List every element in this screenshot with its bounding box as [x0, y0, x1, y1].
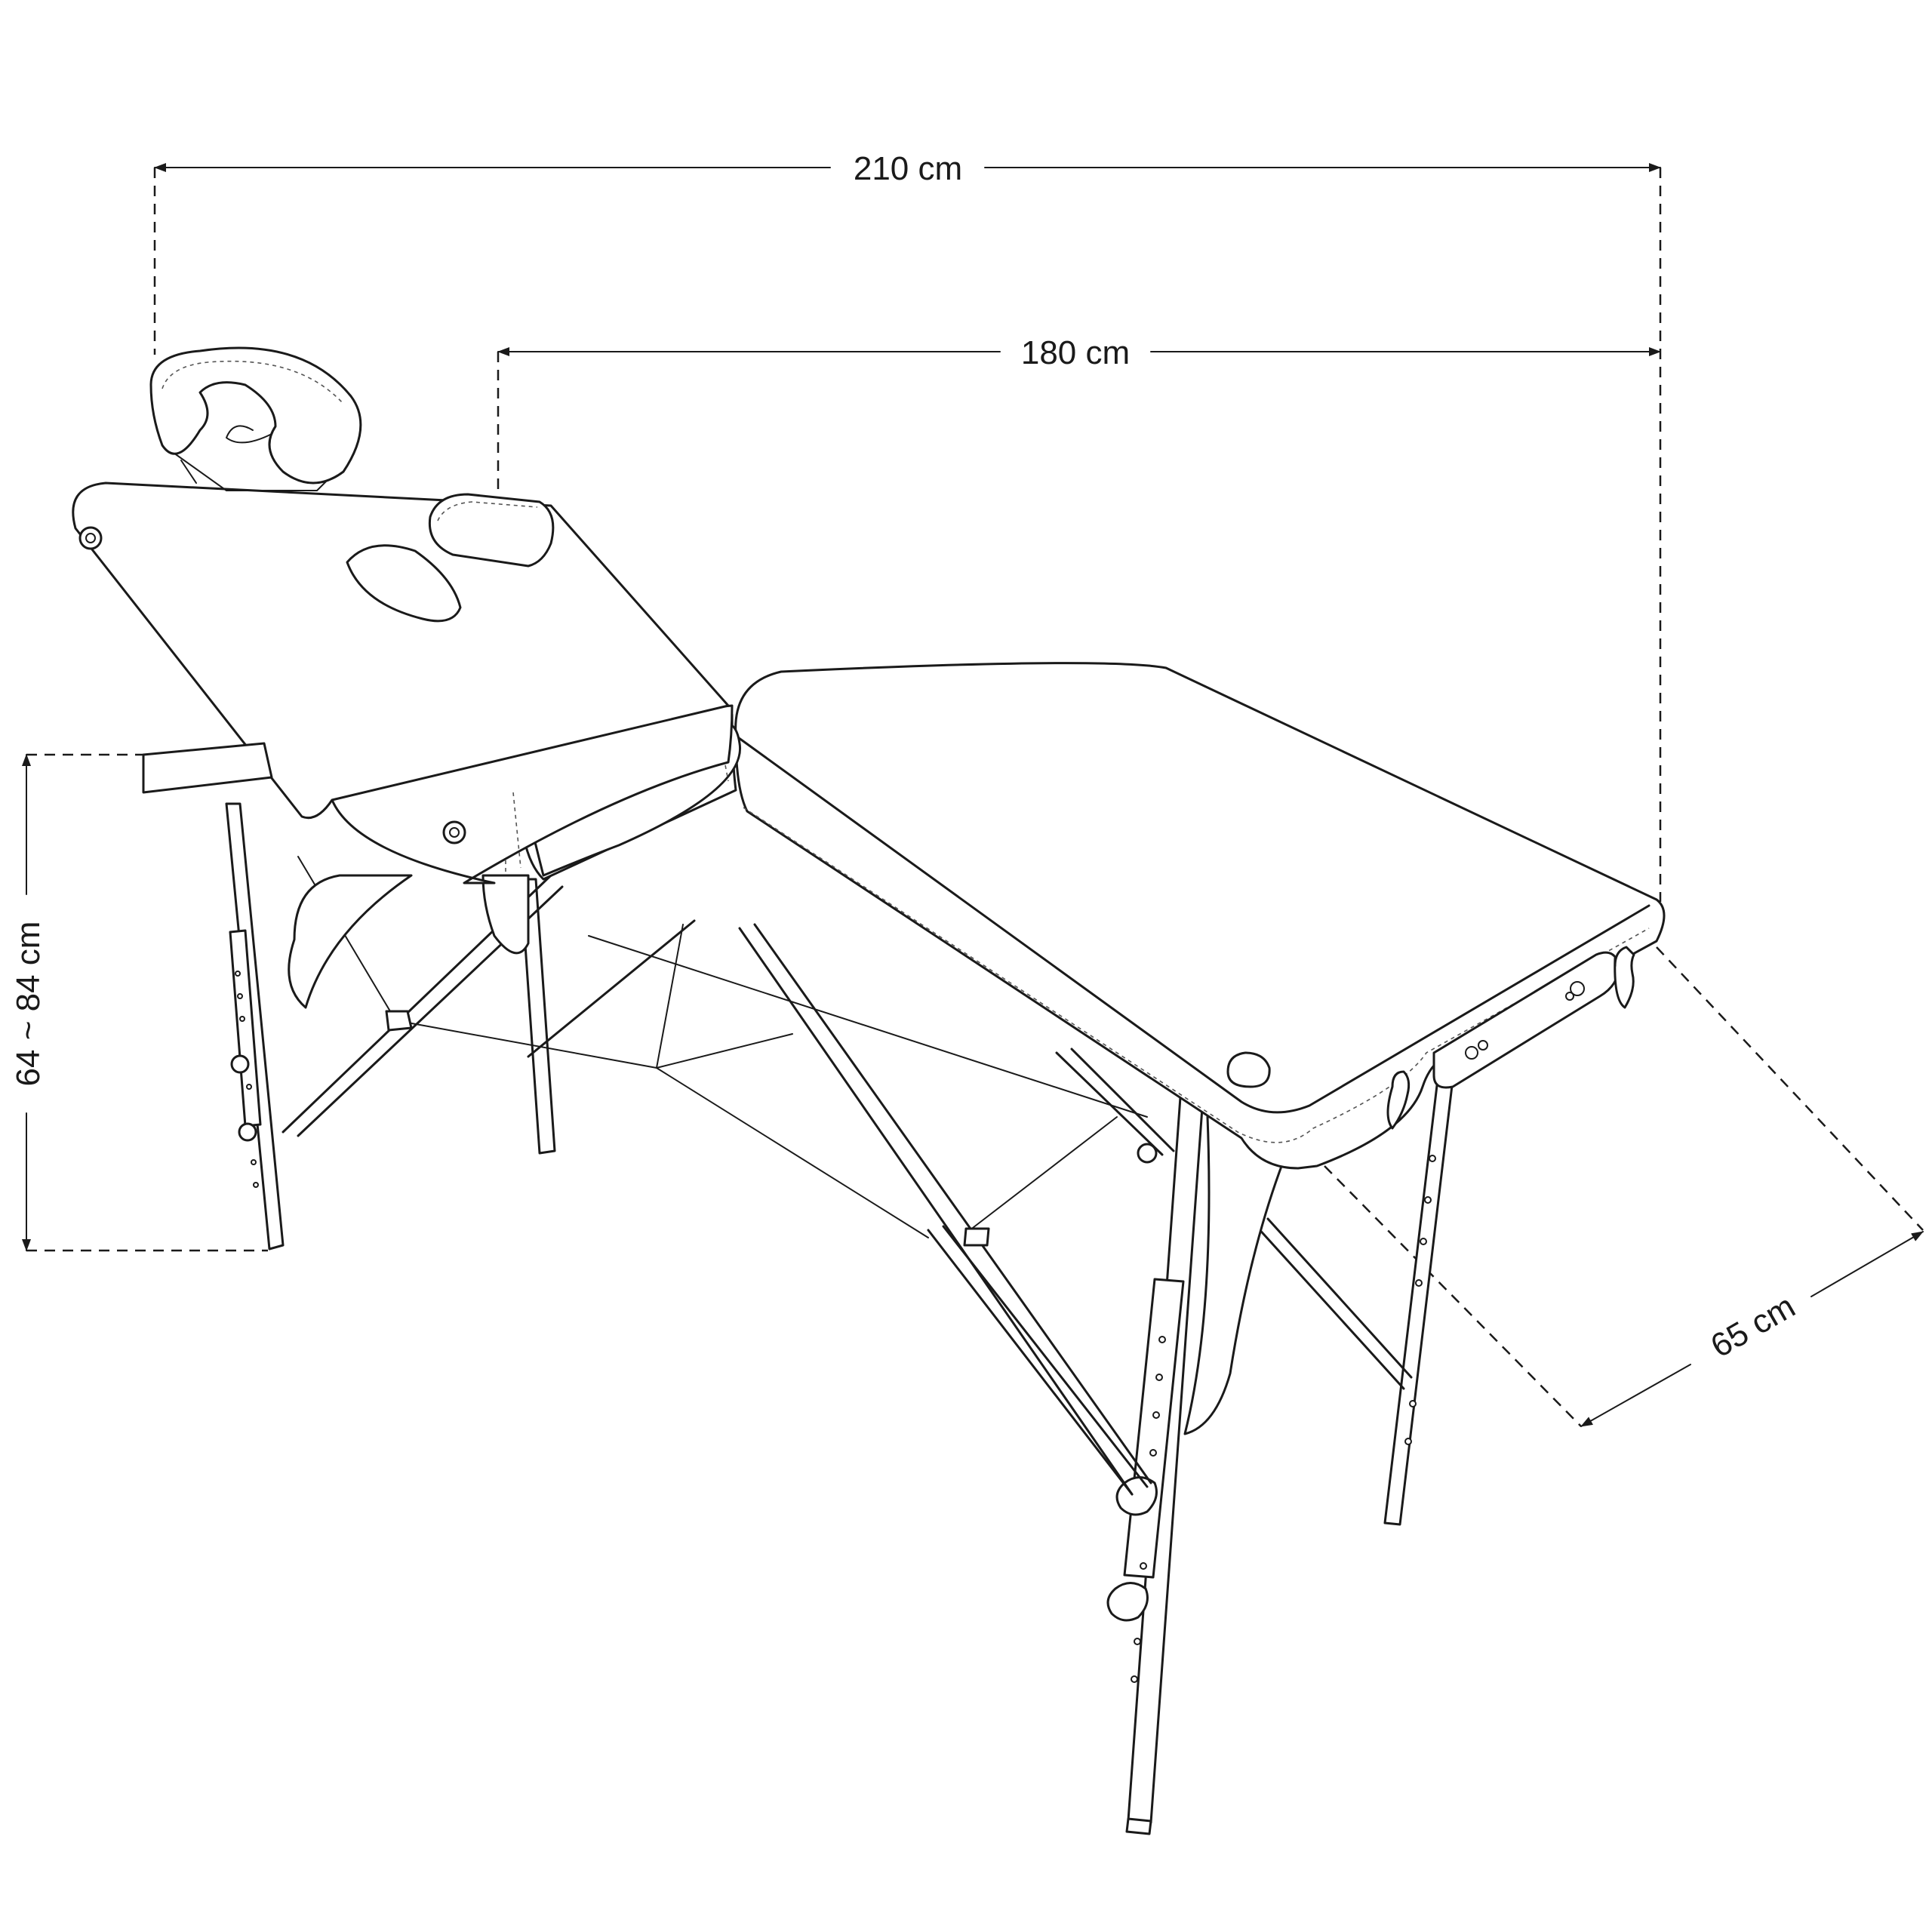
extension-line-left: [1324, 1165, 1582, 1427]
label-table-length: 180 cm: [1021, 334, 1130, 371]
leg-front-middle: [1106, 1085, 1205, 1835]
bumper-icon: [1226, 1051, 1271, 1088]
leg-back-left: [225, 802, 285, 1251]
table-top-main: [734, 662, 1666, 1170]
label-total-length: 210 cm: [854, 150, 962, 187]
leg-front-right: [1383, 1078, 1454, 1526]
face-hole: [346, 544, 462, 623]
dimension-table-length: 180 cm: [497, 334, 1661, 498]
label-width: 65 cm: [1705, 1287, 1801, 1364]
dimension-total-length: 210 cm: [153, 150, 1662, 902]
knob-icon: [238, 1122, 257, 1142]
knob-icon: [230, 1054, 250, 1074]
latch-icon: [1386, 1070, 1411, 1130]
dimension-line-right: [1810, 1231, 1924, 1297]
table-top-head: [72, 481, 730, 820]
dimension-height: 64 ~ 84 cm: [10, 753, 268, 1252]
knob-icon: [1106, 1582, 1149, 1622]
latch-icon: [1614, 946, 1635, 1009]
table-illustration: [72, 346, 1666, 1835]
head-cushion: [428, 493, 555, 568]
face-cradle: [149, 346, 362, 491]
label-height: 64 ~ 84 cm: [10, 921, 47, 1087]
dimension-line-left: [1580, 1364, 1691, 1427]
armrest-shelf: [142, 742, 273, 794]
extension-line-right: [1656, 946, 1924, 1231]
leg-back-middle: [519, 878, 556, 1155]
